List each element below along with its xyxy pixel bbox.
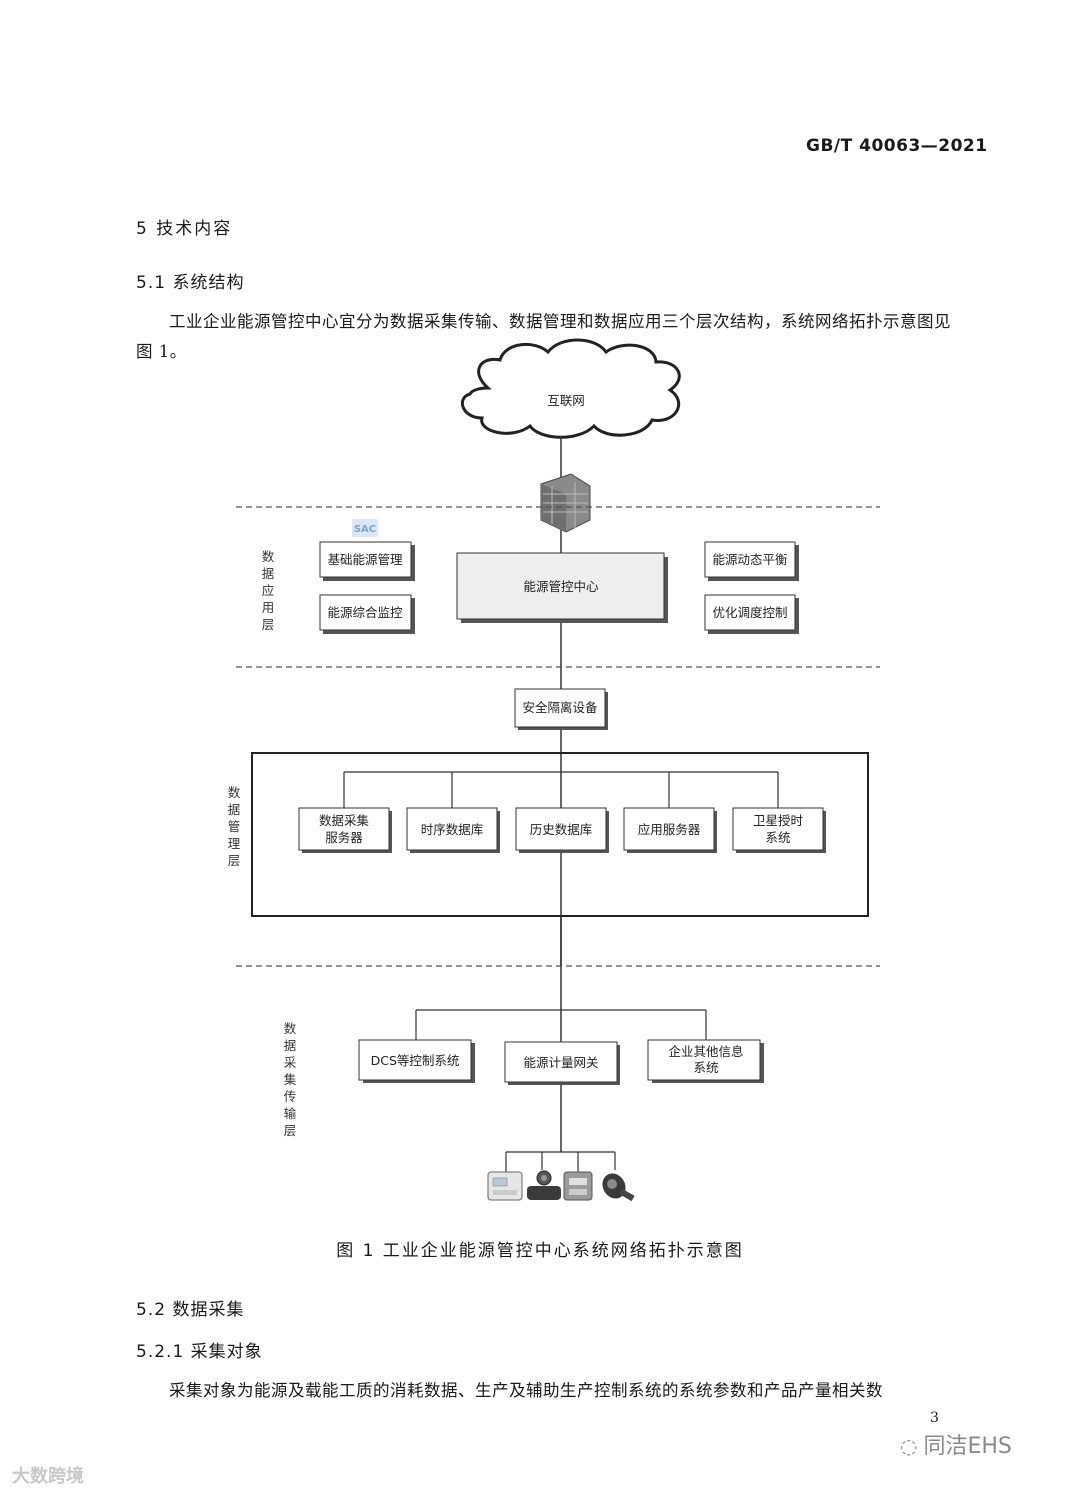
svg-text:历史数据库: 历史数据库 — [530, 822, 593, 837]
svg-text:优化调度控制: 优化调度控制 — [712, 605, 787, 620]
network-topology-diagram: 互联网 SAC 数 据 应 用 层 基础能源管理 — [228, 338, 880, 1202]
layer-char: 集 — [284, 1072, 297, 1087]
app-box-energy-monitoring: 能源综合监控 — [319, 594, 415, 634]
app-box-optimal-scheduling: 优化调度控制 — [704, 594, 799, 634]
management-bus — [343, 771, 779, 808]
acquisition-layer-label: 数 据 采 集 传 输 层 — [284, 1021, 297, 1138]
svg-text:能源管控中心: 能源管控中心 — [523, 579, 599, 594]
app-box-control-center: 能源管控中心 — [456, 552, 668, 623]
layer-char: 据 — [228, 802, 241, 817]
security-isolation-device: 安全隔离设备 — [514, 688, 608, 730]
layer-char: 层 — [262, 617, 275, 632]
section-5-2-title: 5.2 数据采集 — [136, 1300, 245, 1320]
mgmt-box-acquisition-server: 数据采集 服务器 — [298, 807, 392, 853]
acq-box-metering-gateway: 能源计量网关 — [504, 1041, 620, 1085]
mgmt-box-satellite-timing: 卫星授时 系统 — [732, 807, 826, 853]
firewall-icon — [540, 473, 591, 533]
water-meter-icon — [602, 1173, 635, 1202]
application-layer-label: 数 据 应 用 层 — [262, 549, 275, 632]
layer-char: 用 — [262, 600, 275, 615]
layer-char: 数 — [228, 785, 241, 800]
management-layer-label: 数 据 管 理 层 — [228, 785, 241, 868]
standard-number: GB/T 40063—2021 — [806, 136, 988, 156]
layer-char: 层 — [284, 1123, 297, 1138]
sac-watermark-logo: SAC — [352, 519, 378, 537]
layer-char: 应 — [262, 583, 275, 598]
svg-text:能源计量网关: 能源计量网关 — [523, 1055, 598, 1070]
layer-char: 层 — [228, 853, 241, 868]
section-5-1-title: 5.1 系统结构 — [136, 273, 245, 293]
section-5-title: 5 技术内容 — [136, 219, 233, 239]
layer-char: 数 — [262, 549, 275, 564]
management-layer-frame — [251, 752, 869, 917]
acquisition-bus — [415, 1009, 707, 1040]
svg-text:企业其他信息: 企业其他信息 — [668, 1044, 743, 1059]
wechat-icon: ◌ — [900, 1434, 918, 1458]
layer-char: 理 — [228, 836, 241, 851]
svg-text:能源综合监控: 能源综合监控 — [327, 605, 403, 620]
layer-char: 数 — [284, 1021, 297, 1036]
section-5-2-1-paragraph: 采集对象为能源及载能工质的消耗数据、生产及辅助生产控制系统的系统参数和产品产量相… — [169, 1381, 883, 1400]
gas-meter-icon — [563, 1171, 593, 1201]
layer-char: 管 — [228, 819, 241, 834]
layer-char: 采 — [284, 1055, 297, 1070]
svg-text:SAC: SAC — [354, 524, 376, 535]
internet-label: 互联网 — [547, 393, 585, 408]
layer-char: 据 — [262, 566, 275, 581]
mgmt-box-history-db: 历史数据库 — [515, 807, 609, 853]
layer-char: 据 — [284, 1038, 297, 1053]
app-box-basic-energy: 基础能源管理 — [319, 541, 415, 581]
section-5-2-1-title: 5.2.1 采集对象 — [136, 1342, 263, 1362]
watermark-left: 大数跨境 — [12, 1466, 84, 1487]
watermark-right: ◌同洁EHS — [900, 1434, 1012, 1459]
internet-cloud: 互联网 — [460, 338, 681, 439]
section-5-1-paragraph: 工业企业能源管控中心宜分为数据采集传输、数据管理和数据应用三个层次结构，系统网络… — [136, 312, 951, 361]
layer-char: 输 — [284, 1106, 297, 1121]
layer-separators — [236, 506, 880, 967]
device-branches — [505, 1151, 616, 1172]
acq-box-dcs: DCS等控制系统 — [358, 1039, 475, 1083]
svg-text:卫星授时: 卫星授时 — [753, 813, 804, 828]
svg-text:数据采集: 数据采集 — [319, 813, 370, 828]
mgmt-box-app-server: 应用服务器 — [623, 807, 717, 853]
svg-text:服务器: 服务器 — [325, 830, 363, 845]
layer-char: 传 — [284, 1089, 297, 1104]
svg-text:能源动态平衡: 能源动态平衡 — [712, 552, 787, 567]
flow-meter-icon — [527, 1170, 561, 1200]
svg-text:基础能源管理: 基础能源管理 — [327, 552, 403, 567]
svg-text:DCS等控制系统: DCS等控制系统 — [371, 1053, 460, 1068]
mgmt-box-timeseries-db: 时序数据库 — [406, 807, 500, 853]
svg-text:安全隔离设备: 安全隔离设备 — [522, 700, 598, 715]
figure-caption: 图 1 工业企业能源管控中心系统网络拓扑示意图 — [336, 1241, 744, 1261]
app-box-dynamic-balance: 能源动态平衡 — [704, 541, 799, 581]
svg-text:应用服务器: 应用服务器 — [638, 822, 701, 837]
svg-text:时序数据库: 时序数据库 — [421, 822, 484, 837]
svg-text:系统: 系统 — [693, 1060, 718, 1075]
page-number: 3 — [930, 1410, 939, 1426]
acq-box-other-info-system: 企业其他信息 系统 — [647, 1039, 764, 1083]
electric-meter-icon — [487, 1171, 523, 1201]
svg-text:系统: 系统 — [765, 830, 790, 845]
